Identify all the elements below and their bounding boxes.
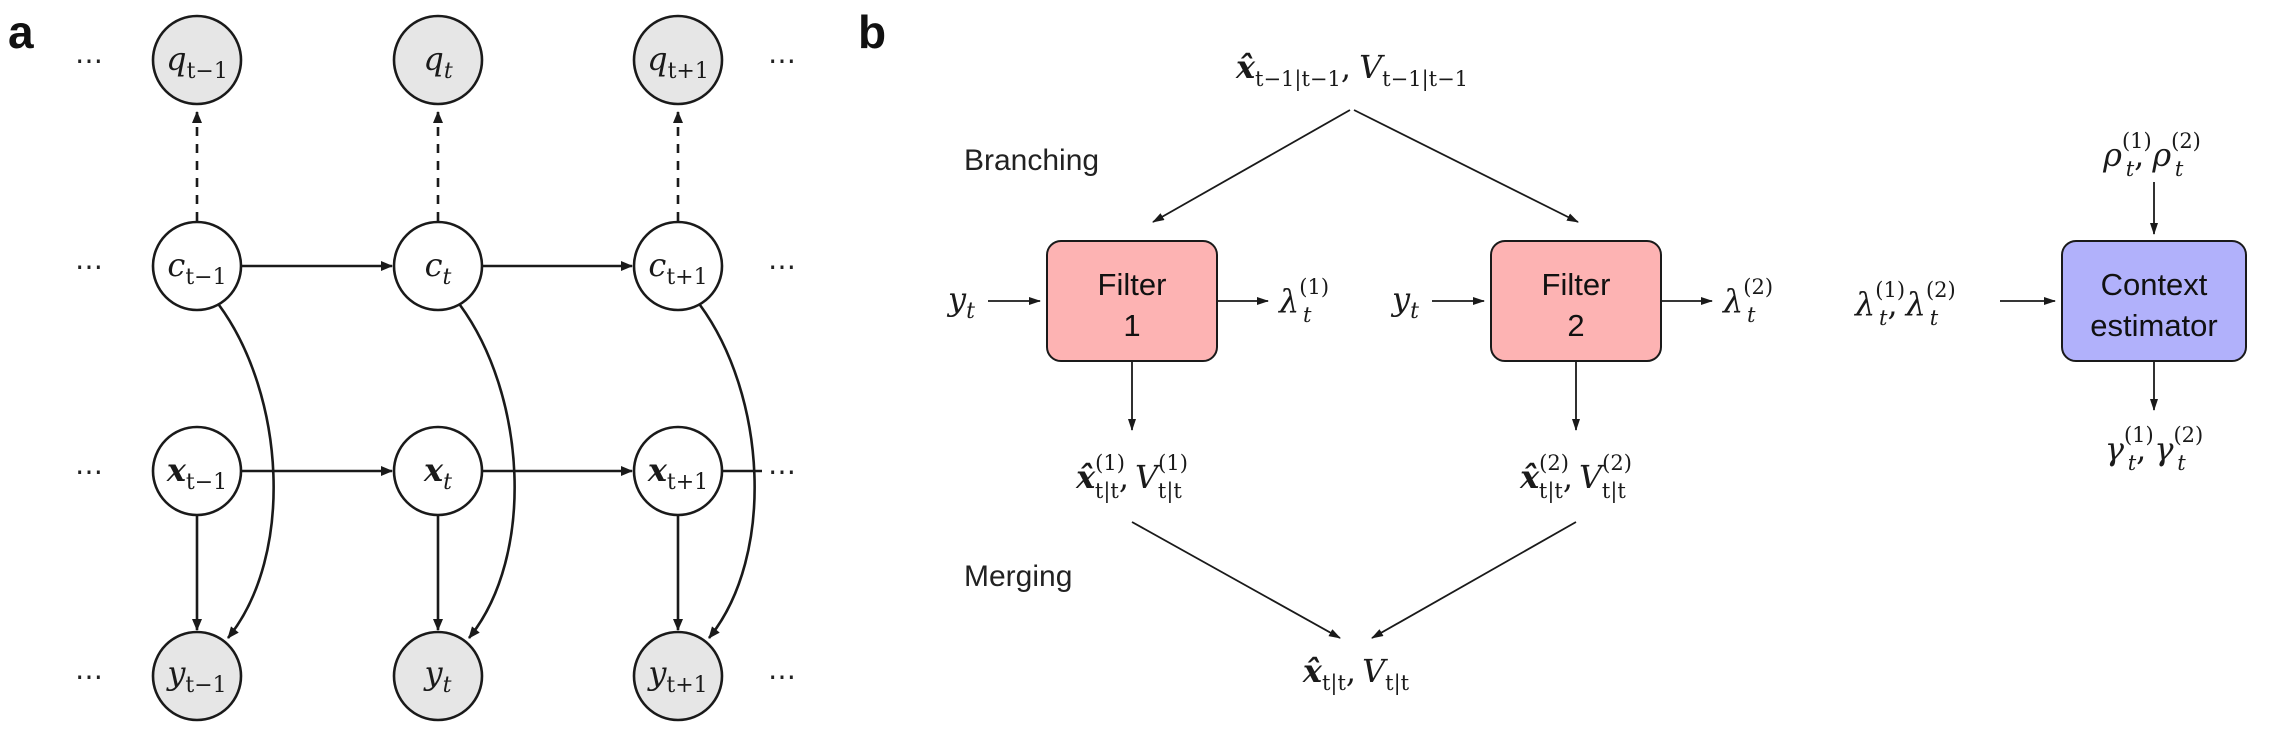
edge-c-prev-to-y-prev <box>217 304 275 639</box>
node-q-prev: qt−1 <box>151 14 243 106</box>
prior-state-label: x̂t−1|t−1,Vt−1|t−1 <box>1235 48 1468 92</box>
edge-state2-to-merge <box>1371 521 1577 639</box>
filter-2-box: Filter 2 <box>1490 240 1662 362</box>
svg-text:1: 1 <box>1123 308 1140 343</box>
panel-a-label: a <box>8 6 34 58</box>
ellipsis-c-left: ⋯ <box>75 250 103 283</box>
branching-label: Branching <box>964 144 1099 177</box>
svg-text:ct+1: ct+1 <box>648 246 707 290</box>
lambda2-output: λ(2)t <box>1721 275 1773 327</box>
svg-text:2: 2 <box>1567 308 1584 343</box>
svg-text:Filter: Filter <box>1098 267 1167 302</box>
svg-text:qt+1: qt+1 <box>647 40 709 84</box>
node-c-cur: ct <box>392 220 484 312</box>
node-y-cur: yt <box>392 630 484 722</box>
ellipsis-y-left: ⋯ <box>75 660 103 693</box>
lambda-pair-label: λ(1)t,λ(2)t <box>1853 278 1956 330</box>
node-y-prev: yt−1 <box>151 630 243 722</box>
svg-text:xt−1: xt−1 <box>166 451 227 495</box>
lambda1-output: λ(1)t <box>1277 275 1329 327</box>
node-q-next: qt+1 <box>632 14 724 106</box>
node-q-cur: qt <box>392 14 484 106</box>
node-c-prev: ct−1 <box>151 220 243 312</box>
svg-text:qt−1: qt−1 <box>166 40 228 84</box>
edge-c-cur-to-y-cur <box>458 304 516 639</box>
ellipsis-y-right: ⋯ <box>768 660 796 693</box>
svg-text:Context: Context <box>2101 267 2208 302</box>
svg-text:estimator: estimator <box>2090 308 2217 343</box>
node-c-next: ct+1 <box>632 220 724 312</box>
ellipsis-x-left: ⋯ <box>75 455 103 488</box>
svg-text:xt+1: xt+1 <box>647 451 708 495</box>
merging-label: Merging <box>964 560 1072 593</box>
node-x-cur: xt <box>392 425 484 517</box>
y-input-filter2: yt <box>1390 280 1419 324</box>
edge-branch-to-filter2 <box>1353 109 1579 223</box>
panel-b-label: b <box>858 6 886 58</box>
svg-text:yt+1: yt+1 <box>646 654 707 698</box>
svg-text:xt: xt <box>423 451 452 495</box>
panel-b: b x̂t−1|t−1,Vt−1|t−1 Branching Merging F… <box>858 6 2247 696</box>
svg-text:ct−1: ct−1 <box>167 246 226 290</box>
rho-label: ρ(1)t,ρ(2)t <box>2102 129 2201 181</box>
svg-text:yt−1: yt−1 <box>165 654 226 698</box>
svg-text:qt: qt <box>423 40 452 84</box>
ellipsis-c-right: ⋯ <box>768 250 796 283</box>
svg-text:yt: yt <box>423 654 452 698</box>
edge-state1-to-merge <box>1131 521 1341 639</box>
ellipsis-q-left: ⋯ <box>75 44 103 77</box>
edge-c-next-to-y-next <box>698 304 756 639</box>
ellipsis-x-right: ⋯ <box>768 455 796 488</box>
svg-text:ct: ct <box>425 246 452 290</box>
node-x-next: xt+1 <box>632 425 724 517</box>
state2-label: x̂(2)t|t,V(2)t|t <box>1519 451 1632 504</box>
filter-1-box: Filter 1 <box>1046 240 1218 362</box>
y-input-filter1: yt <box>946 280 975 324</box>
gamma-pair-label: γ(1)t,γ(2)t <box>2105 423 2203 475</box>
svg-text:Filter: Filter <box>1542 267 1611 302</box>
edge-branch-to-filter1 <box>1152 109 1351 223</box>
node-y-next: yt+1 <box>632 630 724 722</box>
context-estimator-box: Context estimator <box>2061 240 2247 362</box>
panel-a: a ⋯ ⋯ ⋯ ⋯ ⋯ ⋯ ⋯ ⋯ qt−1 <box>8 6 796 722</box>
ellipsis-q-right: ⋯ <box>768 44 796 77</box>
node-x-prev: xt−1 <box>151 425 243 517</box>
state1-label: x̂(1)t|t,V(1)t|t <box>1075 451 1188 504</box>
posterior-state-label: x̂t|t,Vt|t <box>1302 652 1410 696</box>
